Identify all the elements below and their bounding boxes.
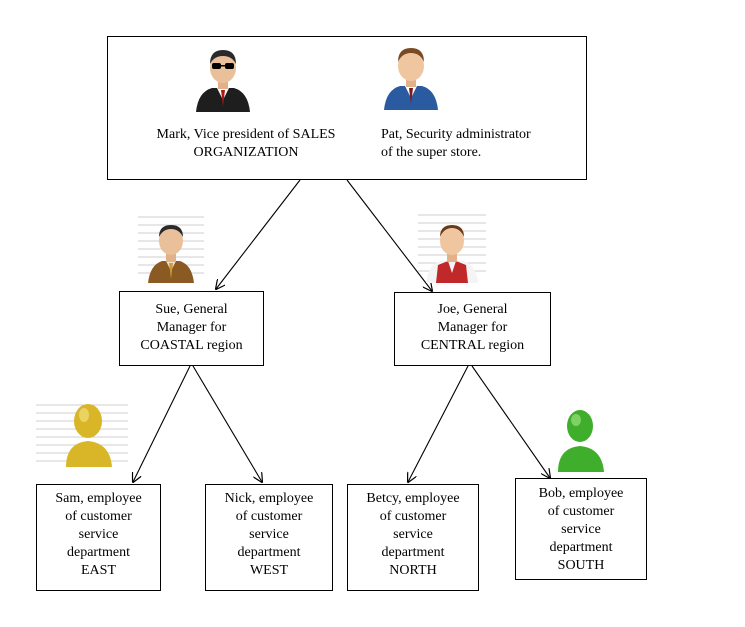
- joe-box: [394, 292, 551, 366]
- arrow-sue-to-sam: [133, 365, 191, 482]
- businessman-blue-icon: [384, 48, 438, 110]
- user-yellow-icon: [36, 404, 128, 467]
- sam-box: [36, 484, 161, 591]
- arrow-sue-to-nick: [192, 365, 262, 482]
- nick-box: [205, 484, 333, 591]
- businessman-brown-icon: [138, 216, 204, 283]
- arrow-top-to-sue: [216, 179, 301, 289]
- top-box: [107, 36, 587, 180]
- user-green-icon: [558, 410, 604, 472]
- sue-box: [119, 291, 264, 366]
- arrow-top-to-joe: [346, 179, 432, 291]
- arrow-joe-to-betcy: [408, 365, 469, 482]
- man-red-vest-icon: [418, 214, 486, 283]
- arrow-joe-to-bob: [471, 365, 550, 478]
- businessman-sunglasses-icon: [196, 50, 250, 112]
- bob-box: [515, 478, 647, 580]
- betcy-box: [347, 484, 479, 591]
